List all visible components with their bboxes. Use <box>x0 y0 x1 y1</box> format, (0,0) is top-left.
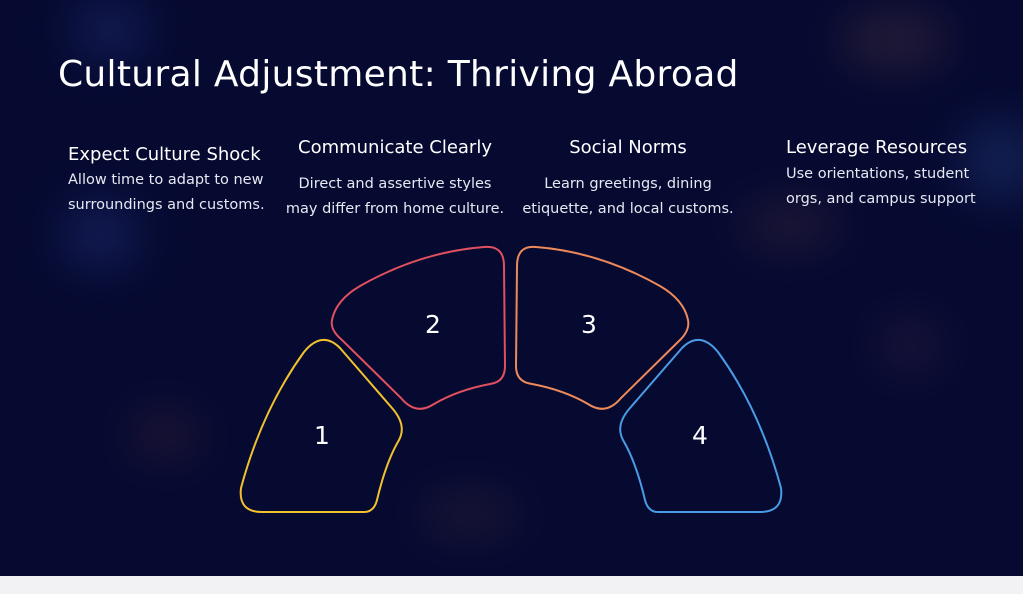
segment-4 <box>619 339 783 513</box>
slide: Cultural Adjustment: Thriving Abroad Exp… <box>0 0 1023 576</box>
background-glow <box>740 200 840 250</box>
background-glow <box>60 200 140 270</box>
segment-4-number: 4 <box>692 421 708 450</box>
step-4-description: Use orientations, student orgs, and camp… <box>786 166 976 207</box>
background-glow <box>130 410 200 460</box>
arc-diagram: 1 2 3 4 <box>239 245 783 513</box>
step-1-title: Expect Culture Shock <box>68 144 261 165</box>
step-4-title: Leverage Resources <box>786 137 968 158</box>
step-2-description: Direct and assertive styles may differ f… <box>285 176 505 217</box>
background-glow <box>420 490 520 540</box>
segment-3-number: 3 <box>581 310 597 339</box>
page-title: Cultural Adjustment: Thriving Abroad <box>58 54 739 95</box>
segment-2-number: 2 <box>425 310 441 339</box>
segment-2 <box>330 245 507 410</box>
step-1-description: Allow time to adapt to new surroundings … <box>68 172 265 213</box>
step-2-title: Communicate Clearly <box>298 137 492 158</box>
background-glow <box>880 320 940 370</box>
background-glow <box>840 10 950 70</box>
segment-3 <box>514 245 690 410</box>
step-3-description: Learn greetings, dining etiquette, and l… <box>522 176 734 217</box>
segment-1-number: 1 <box>314 421 330 450</box>
background-glow <box>960 120 1023 200</box>
segment-1 <box>239 339 403 513</box>
step-3-title: Social Norms <box>569 137 687 158</box>
background-glow <box>70 0 150 60</box>
